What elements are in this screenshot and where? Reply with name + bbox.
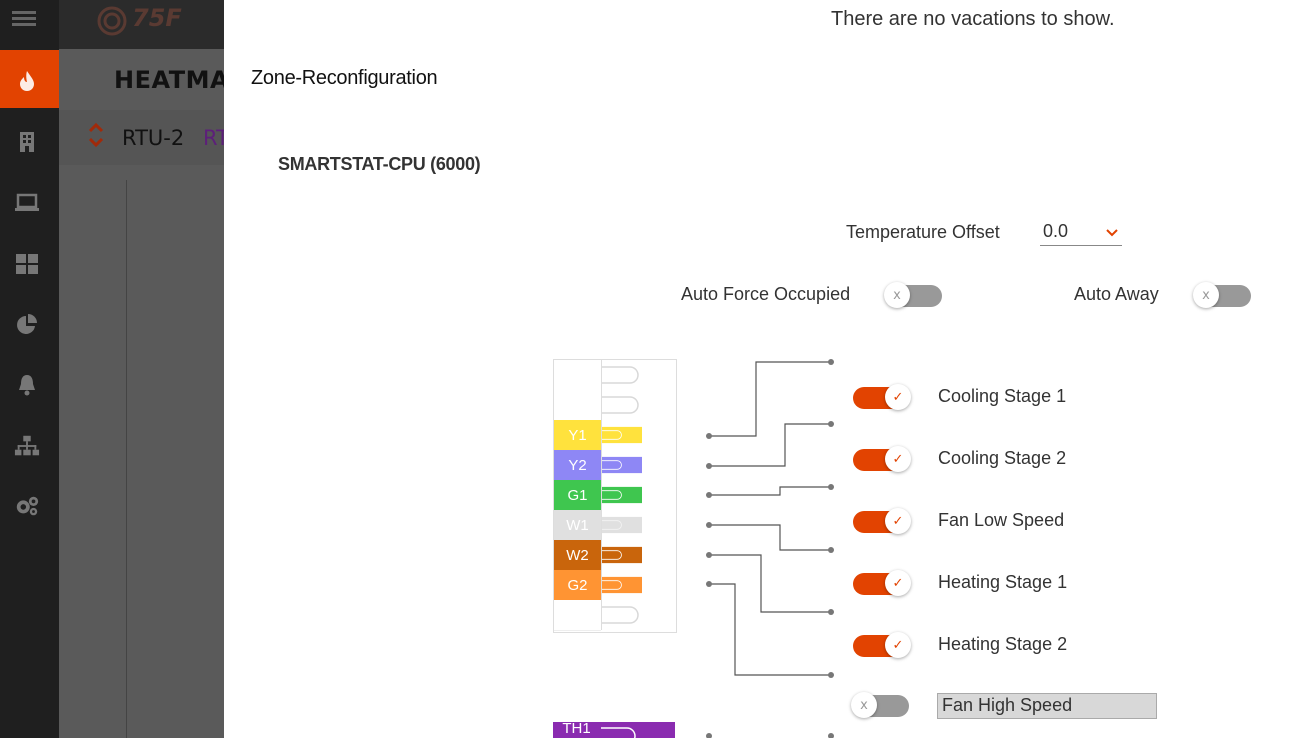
terminal-pin-icon [602,426,642,444]
relay-label: Heating Stage 2 [938,634,1068,654]
bell-icon[interactable] [14,372,40,398]
chevron-down-icon [1106,229,1118,237]
divider [126,180,127,738]
temperature-offset-select[interactable]: 0.0 [1040,221,1122,246]
device-name: SMARTSTAT-CPU (6000) [278,154,481,174]
relay-label: Fan High Speed [942,695,1073,715]
toggle-knob: ✓ [885,446,911,472]
terminal-label: G1 [554,480,601,510]
sitemap-icon[interactable] [14,433,40,459]
temperature-offset-label: Temperature Offset [846,222,1000,242]
pie-chart-icon[interactable] [14,312,40,338]
terminal-row: W1 [554,510,676,540]
relay-label: Fan Low Speed [938,510,1065,530]
terminal-row: Y2 [554,450,676,480]
toggle-knob: ✓ [885,384,911,410]
terminal-label: W1 [554,510,601,540]
menu-icon[interactable] [12,8,36,28]
auto-away-toggle[interactable]: x [1193,282,1253,308]
gears-icon[interactable] [14,493,40,519]
terminal-label: Y2 [554,450,601,480]
terminal-pin-icon [602,546,642,564]
terminal-row: W2 [554,540,676,570]
terminal-row: Y1 [554,420,676,450]
relay-toggle[interactable]: ✓ [851,508,911,534]
dashboard-icon[interactable] [14,251,40,277]
terminal-pin-icon [602,576,642,594]
terminal-row [554,600,676,631]
building-icon[interactable] [14,129,40,155]
auto-force-occupied-toggle[interactable]: x [884,282,944,308]
auto-away-label: Auto Away [1074,284,1159,304]
relay-toggle[interactable]: ✓ [851,632,911,658]
toggle-knob: ✓ [885,508,911,534]
terminal-label: Y1 [554,420,601,450]
terminal-row: G2 [554,570,676,600]
laptop-icon[interactable] [14,190,40,216]
terminal-th1: TH1 [553,722,675,738]
toggle-knob: x [851,692,877,718]
relay-toggle[interactable]: ✓ [851,384,911,410]
terminal-pin-icon [602,516,642,534]
relay-label: Heating Stage 1 [938,572,1068,592]
heatmap-title: HEATMA [114,66,230,94]
toggle-knob: x [884,282,910,308]
terminal-pin-icon [602,456,642,474]
zone-title: Zone-Reconfiguration [251,67,438,89]
wire-w1 [709,524,831,551]
terminal-pin-icon [602,606,639,624]
logo: 75F [96,2,196,36]
toggle-knob: ✓ [885,570,911,596]
fire-icon[interactable] [14,68,40,94]
no-vacations-text: There are no vacations to show. [831,8,1115,30]
toggle-knob: ✓ [885,632,911,658]
wire-g2 [709,583,831,676]
relay-toggle[interactable]: ✓ [851,570,911,596]
sort-arrows-icon[interactable] [88,122,104,148]
terminal-row [554,360,676,391]
terminal-pin-icon [602,366,639,384]
terminal-label: TH1 [562,722,591,737]
terminal-label: W2 [554,540,601,570]
logo-text: 75F [132,4,182,32]
wire-w2 [709,554,831,613]
top-bar [59,0,224,49]
terminal-label: G2 [554,570,601,600]
wire-y1 [709,361,831,437]
auto-force-occupied-label: Auto Force Occupied [681,284,851,304]
terminal-label [554,360,601,391]
relay-label-field[interactable]: Fan High Speed [937,693,1157,719]
equip-strip [59,110,224,165]
temperature-offset-value: 0.0 [1043,221,1069,241]
toggle-knob: x [1193,282,1219,308]
relay-toggle[interactable]: ✓ [851,446,911,472]
relay-label: Cooling Stage 2 [938,448,1067,468]
relay-label: Cooling Stage 1 [938,386,1067,406]
relay-toggle[interactable]: x [851,692,911,718]
wire-y2 [709,423,831,467]
terminal-label [554,390,601,421]
terminal-row [554,390,676,421]
terminal-row: G1 [554,480,676,510]
zone-reconfiguration-modal [224,0,1301,738]
terminal-label [554,600,601,631]
terminal-pin-icon [602,486,642,504]
equip-name[interactable]: RTU-2 [122,126,185,150]
sidebar [0,0,59,738]
wire-g1 [709,486,831,496]
terminal-pin-icon [602,396,639,414]
